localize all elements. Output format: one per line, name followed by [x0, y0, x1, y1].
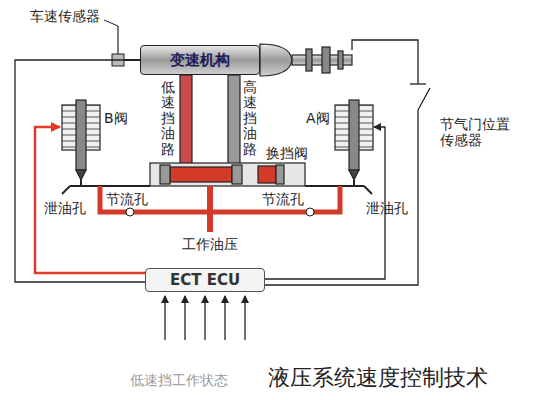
output-shaft	[260, 44, 352, 76]
sensor-label: 车速传感器	[30, 8, 100, 24]
shift-valve	[150, 163, 305, 186]
oil-line-label: 高速挡油路	[243, 80, 257, 157]
b-valve	[62, 100, 150, 194]
control-wires	[35, 40, 430, 285]
oil-line-label: 低速挡油路	[161, 80, 175, 157]
part-label: 节流孔	[106, 191, 148, 207]
part-label: 工作油压	[182, 236, 238, 252]
caption: 液压系统速度控制技术	[268, 365, 488, 390]
valve-label: B阀	[104, 110, 128, 126]
part-label: 泄油孔	[366, 200, 408, 216]
part-label: 泄油孔	[44, 200, 86, 216]
box-text: 变速机构	[170, 51, 230, 70]
sensor-label: 节气门位置 传感器	[440, 116, 512, 148]
ecu-box: ECT ECU	[145, 268, 265, 292]
part-label: 换挡阀	[266, 145, 308, 161]
pressure-lines	[100, 186, 340, 232]
transmission-box: 变速机构	[140, 45, 260, 75]
ecu-inputs	[165, 296, 245, 340]
connector	[15, 60, 145, 282]
part-label: 节流孔	[262, 191, 304, 207]
a-valve	[305, 100, 373, 194]
state-note: 低速挡工作状态	[130, 372, 228, 388]
box-text: ECT ECU	[170, 271, 240, 289]
valve-label: A阀	[306, 110, 330, 126]
oil-lines	[180, 75, 240, 165]
speed-sensor	[104, 20, 140, 66]
